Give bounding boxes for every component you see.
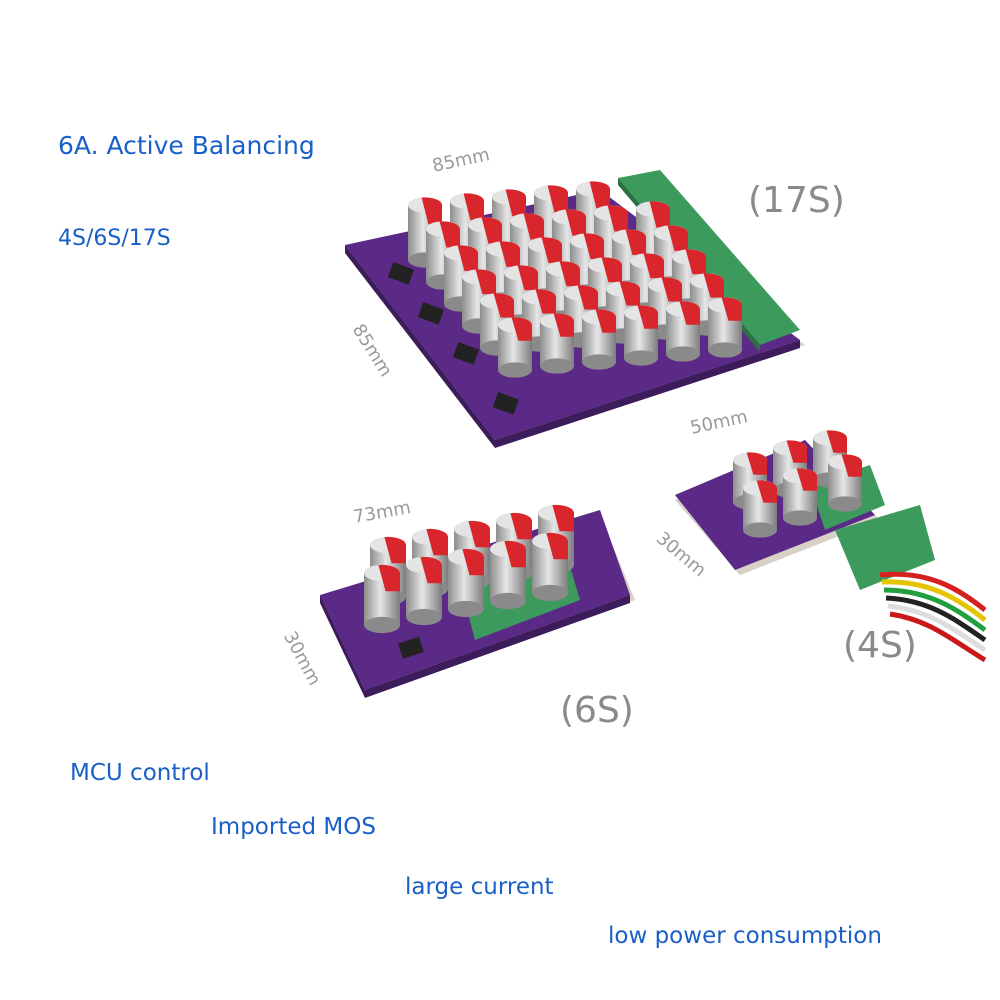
capacitor-icon	[708, 297, 742, 358]
capacitor-icon	[540, 313, 574, 374]
capacitor-icon	[498, 317, 532, 378]
board-6s	[320, 504, 635, 698]
feature-low-power: low power consumption	[608, 923, 882, 949]
capacitor-icon	[666, 301, 700, 362]
label-4s: (4S)	[843, 625, 917, 666]
capacitor-icon	[828, 454, 862, 512]
capacitor-icon	[582, 309, 616, 370]
capacitor-icon	[364, 564, 400, 634]
capacitor-icon	[532, 532, 568, 602]
headline: 6A. Active Balancing	[58, 131, 315, 160]
variants-line: 4S/6S/17S	[58, 226, 171, 251]
board-17s	[345, 170, 805, 448]
label-6s: (6S)	[560, 690, 634, 731]
feature-imported-mos: Imported MOS	[211, 814, 376, 840]
capacitor-icon	[448, 548, 484, 618]
feature-mcu-control: MCU control	[70, 760, 210, 786]
label-17s: (17S)	[748, 180, 845, 221]
capacitor-icon	[783, 468, 817, 526]
capacitor-icon	[490, 540, 526, 610]
capacitor-icon	[444, 245, 478, 312]
capacitor-icon	[743, 480, 777, 538]
capacitor-icon	[624, 305, 658, 366]
board-4s	[675, 430, 987, 663]
feature-large-current: large current	[405, 874, 554, 900]
capacitor-icon	[406, 556, 442, 626]
